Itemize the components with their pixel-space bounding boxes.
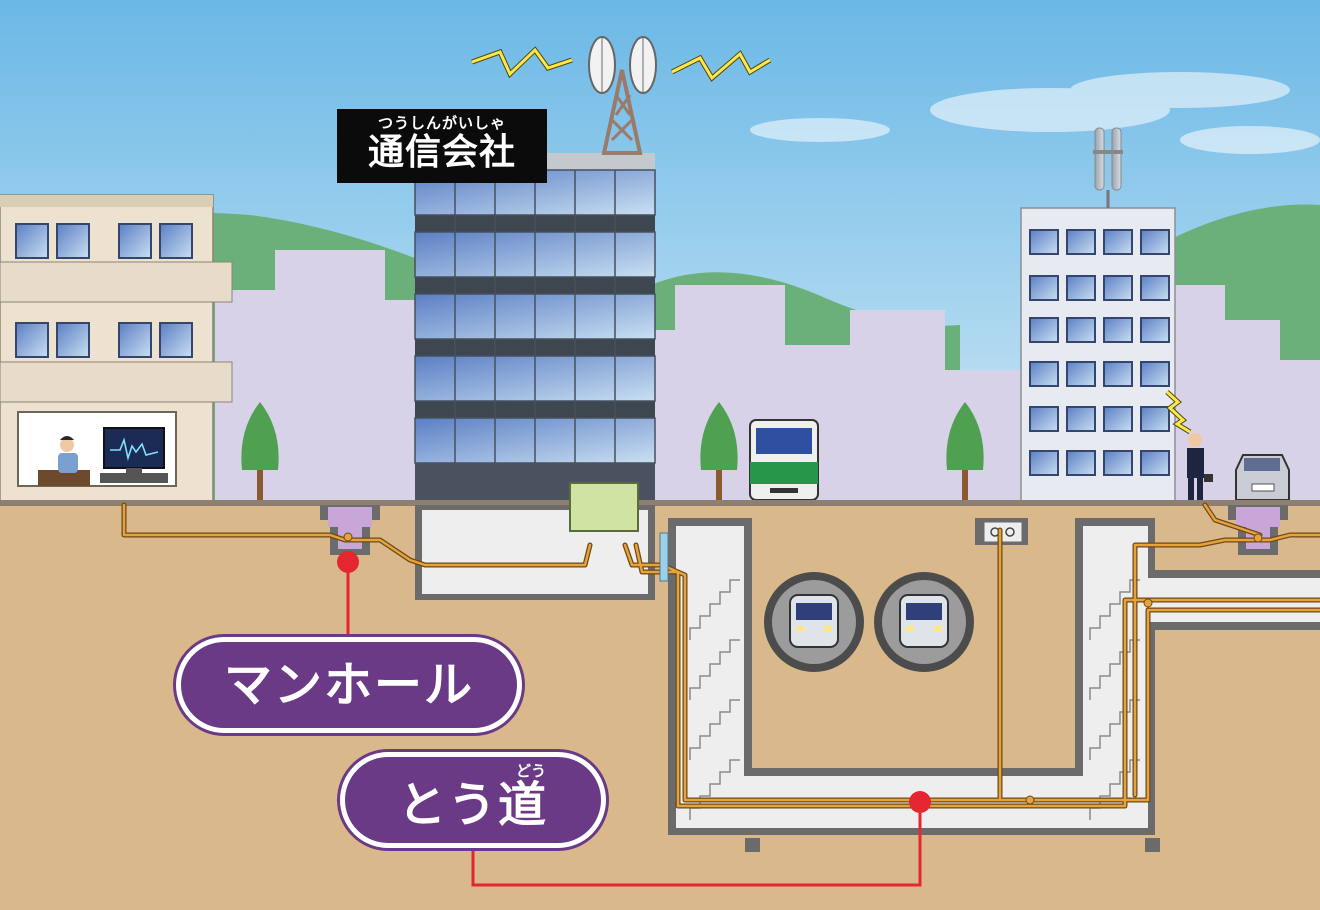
- company-sign-ruby: つうしんがいしゃ: [377, 114, 506, 132]
- company-sign-label: 通信会社: [367, 132, 516, 173]
- person-on-phone-icon: [1165, 390, 1213, 500]
- office-building-icon: [414, 153, 656, 505]
- radio-tower-icon: [588, 36, 657, 155]
- subway-train-icon: [874, 572, 974, 672]
- tree-icon: [241, 402, 279, 500]
- radio-wave-icon: [471, 47, 771, 81]
- cable-icon: [122, 503, 1320, 808]
- tunnel-label-text: とう道: [397, 777, 548, 833]
- tunnel-label: どう とう道: [340, 752, 606, 848]
- tree-icon: [946, 402, 984, 500]
- clouds: [750, 72, 1320, 154]
- manhole-label-text: マンホール: [223, 657, 474, 713]
- office-basement: [415, 482, 655, 600]
- company-sign: つうしんがいしゃ 通信会社: [337, 109, 547, 183]
- antenna-icon: [1093, 127, 1123, 208]
- office-building-icon: [1020, 207, 1176, 506]
- bus-icon: [749, 419, 819, 501]
- subway-train-icon: [764, 572, 864, 672]
- callout-line-tunnel: [471, 791, 931, 887]
- tunnel-label-ruby: どう: [515, 762, 546, 780]
- manhole-label: マンホール: [176, 637, 522, 733]
- car-icon: [1235, 454, 1290, 501]
- tree-icon: [700, 402, 738, 500]
- callout-line-manhole: [337, 551, 359, 637]
- person-at-computer-icon: [38, 427, 168, 486]
